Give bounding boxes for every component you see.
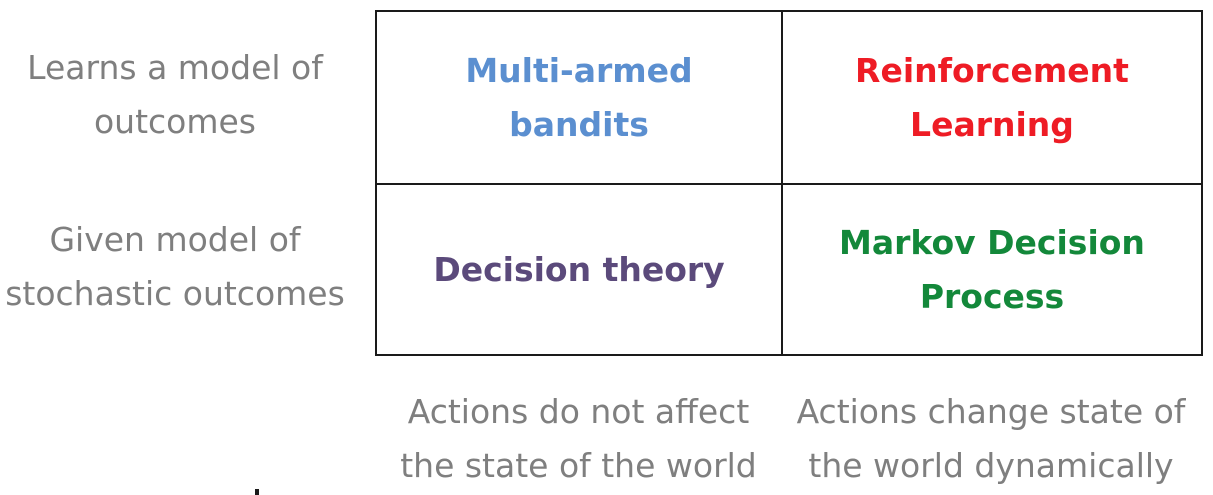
column-label-line: the state of the world bbox=[400, 446, 757, 485]
cell-text-line: Process bbox=[919, 276, 1065, 316]
row-label-line: Given model of bbox=[49, 220, 301, 259]
grid-horizontal-divider bbox=[377, 183, 1201, 185]
row-label-line: stochastic outcomes bbox=[5, 274, 345, 313]
cell-text-line: Decision theory bbox=[433, 249, 725, 289]
column-label-line: the world dynamically bbox=[808, 446, 1174, 485]
cell-reinforcement-learning: Reinforcement Learning bbox=[783, 12, 1201, 183]
cell-text-line: bandits bbox=[509, 104, 649, 144]
column-label-no-state-change: Actions do not affect the state of the w… bbox=[377, 385, 780, 493]
column-label-line: Actions do not affect bbox=[407, 392, 750, 431]
cell-text-line: Markov Decision bbox=[839, 222, 1145, 262]
column-label-line: Actions change state of bbox=[796, 392, 1186, 431]
row-label-line: Learns a model of bbox=[27, 48, 323, 87]
quadrant-grid: Multi-armed bandits Reinforcement Learni… bbox=[375, 10, 1203, 356]
stray-mark bbox=[255, 489, 259, 495]
cell-decision-theory: Decision theory bbox=[377, 185, 781, 354]
cell-text-line: Learning bbox=[910, 104, 1074, 144]
cell-multi-armed-bandits: Multi-armed bandits bbox=[377, 12, 781, 183]
row-label-given-model: Given model of stochastic outcomes bbox=[0, 213, 350, 321]
row-label-line: outcomes bbox=[93, 102, 257, 141]
cell-text-line: Reinforcement bbox=[855, 50, 1129, 90]
row-label-learns-model: Learns a model of outcomes bbox=[0, 41, 350, 149]
cell-text-line: Multi-armed bbox=[465, 50, 693, 90]
column-label-state-change: Actions change state of the world dynami… bbox=[781, 385, 1201, 493]
cell-markov-decision-process: Markov Decision Process bbox=[783, 185, 1201, 354]
